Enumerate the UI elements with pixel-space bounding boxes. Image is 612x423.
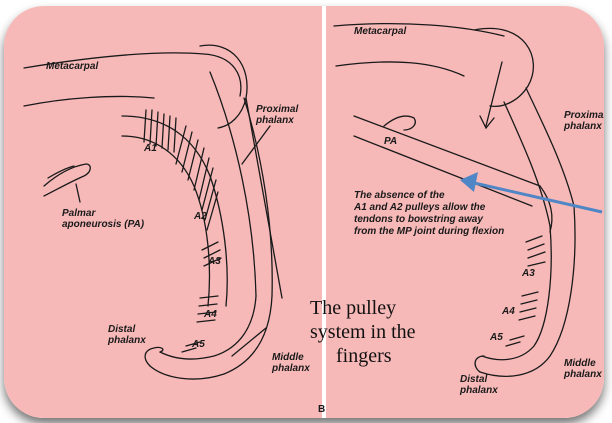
- label-a2-pulley: A2: [194, 211, 207, 222]
- label-a4-pulley-left: A4: [204, 309, 217, 320]
- caption-line-3: fingers: [310, 344, 480, 368]
- slide-frame: Metacarpal Proximal phalanx A1 A2 A3 A4 …: [4, 6, 604, 418]
- label-a3-pulley-left: A3: [208, 256, 221, 267]
- label-a5-pulley-left: A5: [192, 339, 205, 350]
- label-distal-phalanx-left: Distal phalanx: [108, 324, 146, 346]
- label-a5-pulley-right: A5: [490, 332, 503, 343]
- label-palmar-aponeurosis: Palmar aponeurosis (PA): [62, 208, 144, 230]
- figure-letter: B: [318, 404, 325, 415]
- label-middle-phalanx-left: Middle phalanx: [272, 352, 310, 374]
- bowstring-explanation-caption: The absence of the A1 and A2 pulleys all…: [354, 190, 544, 238]
- label-distal-phalanx-right: Distal phalanx: [460, 374, 498, 396]
- caption-line-1: The pulley: [310, 296, 480, 320]
- label-pa: PA: [384, 136, 397, 147]
- label-metacarpal-right: Metacarpal: [354, 26, 406, 37]
- label-proximal-phalanx-left: Proximal phalanx: [256, 104, 298, 126]
- label-a3-pulley-right: A3: [522, 268, 535, 279]
- pulley-system-caption: The pulley system in the fingers: [310, 296, 480, 368]
- label-metacarpal-left: Metacarpal: [46, 61, 98, 72]
- label-a1-pulley: A1: [144, 143, 157, 154]
- label-proximal-phalanx-right: Proximal phalanx: [564, 110, 604, 132]
- caption-line-2: system in the: [310, 320, 480, 344]
- label-middle-phalanx-right: Middle phalanx: [564, 358, 602, 380]
- label-a4-pulley-right: A4: [502, 306, 515, 317]
